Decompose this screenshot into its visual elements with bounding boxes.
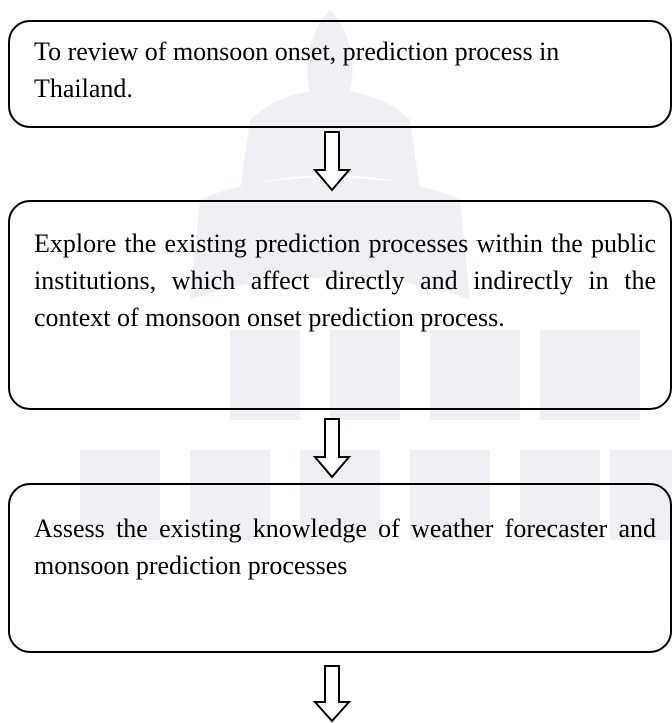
hollow-down-arrow-icon — [313, 665, 351, 723]
hollow-down-arrow-icon — [313, 418, 351, 479]
step-3-box: Assess the existing knowledge of weather… — [8, 483, 672, 653]
step-1-text: To review of monsoon onset, prediction p… — [34, 37, 560, 103]
step-3-text: Assess the existing knowledge of weather… — [34, 514, 656, 580]
step-1-box: To review of monsoon onset, prediction p… — [8, 20, 672, 128]
hollow-down-arrow-icon — [313, 131, 351, 192]
step-2-text: Explore the existing prediction processe… — [34, 229, 656, 332]
step-2-box: Explore the existing prediction processe… — [8, 200, 672, 410]
